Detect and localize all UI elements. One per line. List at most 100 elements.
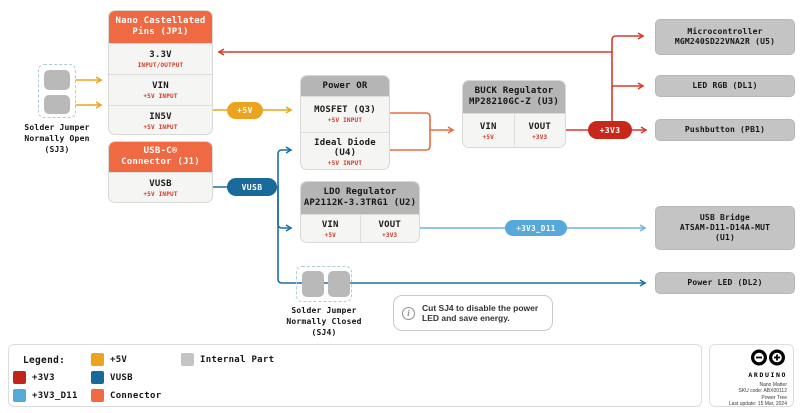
part-sublabel: +5V INPUT — [327, 117, 363, 124]
row-mosfet: MOSFET (Q3) +5V INPUT — [301, 96, 389, 132]
pin-sublabel: +5V — [482, 134, 494, 141]
product-name: Nano Matter — [759, 382, 787, 388]
block-title-line: BUCK Regulator — [474, 86, 554, 96]
part-label-line: Pushbutton (PB1) — [684, 125, 766, 134]
block-title-line: USB-C® — [143, 146, 178, 156]
block-buck-regulator: BUCK Regulator MP28210GC-Z (U3) VIN +5V … — [462, 80, 566, 148]
legend-label: +5V — [110, 354, 128, 365]
pin-label: VIN — [479, 122, 497, 132]
pin-columns: VIN +5V VOUT +3V3 — [463, 113, 566, 147]
wire-3v3-to-mcu — [611, 32, 645, 131]
part-led-rgb: LED RGB (DL1) — [655, 75, 795, 97]
pin-sublabel: +5V — [324, 232, 336, 239]
pin-label: VIN — [152, 80, 169, 91]
legend-swatch — [13, 389, 26, 402]
legend-item-5v: +5V — [91, 353, 127, 366]
net-pill-vusb: VUSB — [227, 178, 277, 196]
block-title-line: MP28210GC-Z (U3) — [469, 97, 559, 107]
part-label-line: Power LED (DL2) — [687, 278, 763, 287]
pin-sublabel: +5V INPUT — [143, 92, 178, 100]
pin-row-vusb: VUSB +5V INPUT — [109, 172, 212, 202]
legend-swatch — [91, 353, 104, 366]
block-title-line: LDO Regulator — [323, 187, 397, 197]
info-icon: i — [402, 306, 415, 320]
solder-jumper-sj3-label: Solder Jumper Normally Open (SJ3) — [8, 122, 106, 155]
row-ideal-diode: Ideal Diode (U4) +5V INPUT — [301, 132, 389, 169]
block-header: Nano Castellated Pins (JP1) — [109, 11, 212, 43]
part-sublabel: +5V INPUT — [327, 159, 363, 167]
title-block-info: Nano Matter SKU code: ABX00112 Power Tre… — [715, 382, 787, 408]
block-title-line: Connector (J1) — [121, 157, 200, 167]
legend-label: Connector — [110, 390, 162, 401]
part-power-led: Power LED (DL2) — [655, 272, 795, 294]
legend-item-connector: Connector — [91, 389, 161, 402]
pin-sublabel: +3V3 — [382, 232, 398, 239]
pin-columns: VIN +5V VOUT +3V3 — [301, 214, 420, 242]
legend-item-vusb: VUSB — [91, 371, 133, 384]
arduino-wordmark: ARDUINO — [748, 371, 787, 379]
label-line: Normally Open — [24, 134, 90, 143]
wire-or-merge-top — [389, 112, 431, 131]
block-power-or: Power OR MOSFET (Q3) +5V INPUT Ideal Dio… — [300, 75, 390, 170]
solder-jumper-sj4 — [296, 266, 352, 302]
solder-pad — [328, 271, 350, 297]
block-ldo-regulator: LDO Regulator AP2112K-3.3TRG1 (U2) VIN +… — [300, 181, 420, 243]
pin-col-vin: VIN +5V — [301, 215, 360, 242]
block-nano-castellated-pins: Nano Castellated Pins (JP1) 3.3V INPUT/O… — [108, 10, 213, 135]
solder-pad — [44, 95, 70, 114]
solder-jumper-sj4-label: Solder Jumper Normally Closed (SJ4) — [275, 305, 373, 338]
pin-label: VIN — [321, 220, 339, 230]
part-label: Ideal Diode (U4) — [314, 137, 376, 158]
part-pushbutton: Pushbutton (PB1) — [655, 119, 795, 141]
pin-row-vin: VIN +5V INPUT — [109, 74, 212, 105]
pin-sublabel: +5V INPUT — [143, 123, 178, 131]
pin-col-vout: VOUT +3V3 — [513, 114, 566, 147]
net-pill-3v3: +3V3 — [588, 121, 632, 139]
sku-code: SKU code: ABX00112 — [738, 388, 787, 395]
label-line: Solder Jumper — [291, 306, 357, 315]
legend-item-internal-part: Internal Part — [181, 353, 274, 366]
pin-label: VOUT — [378, 220, 401, 230]
pin-sublabel: INPUT/OUTPUT — [137, 61, 184, 69]
doc-type: Power Tree — [761, 394, 787, 401]
block-header: BUCK Regulator MP28210GC-Z (U3) — [463, 81, 565, 113]
part-label-line: (U1) — [714, 233, 736, 242]
legend-swatch — [13, 371, 26, 384]
block-title-line: Power OR — [322, 80, 368, 91]
solder-jumper-sj3 — [38, 64, 76, 118]
legend-swatch — [91, 389, 104, 402]
block-usbc-connector: USB-C® Connector (J1) VUSB +5V INPUT — [108, 141, 213, 203]
label-line: (SJ4) — [311, 328, 337, 337]
pin-row-3v3: 3.3V INPUT/OUTPUT — [109, 43, 212, 74]
part-label-line: USB Bridge — [699, 213, 751, 222]
pin-col-vout: VOUT +3V3 — [359, 215, 420, 242]
pin-label: 3.3V — [149, 49, 172, 60]
pin-sublabel: +3V3 — [532, 134, 548, 141]
part-microcontroller: Microcontroller MGM240SD22VNA2R (U5) — [655, 19, 795, 55]
legend-swatch — [181, 353, 194, 366]
part-label: MOSFET (Q3) — [314, 105, 376, 115]
legend-label: +3V3_D11 — [32, 390, 78, 401]
pin-label: IN5V — [149, 111, 172, 122]
legend-item-3v3: +3V3 — [13, 371, 55, 384]
label-line: Solder Jumper — [24, 123, 90, 132]
legend-title: Legend: — [23, 355, 66, 366]
net-pill-5v: +5V — [227, 102, 263, 119]
block-title-line: Nano Castellated — [115, 16, 206, 26]
last-update: Last update: 15 Mar, 2024 — [728, 401, 787, 408]
note-box: i Cut SJ4 to disable the power LED and s… — [393, 295, 553, 331]
part-usb-bridge: USB Bridge ATSAM-D11-D14A-MUT (U1) — [655, 206, 795, 250]
solder-pad — [302, 271, 324, 297]
pin-sublabel: +5V INPUT — [143, 191, 178, 198]
block-title-line: Pins (JP1) — [132, 27, 189, 37]
pin-col-vin: VIN +5V — [463, 114, 514, 147]
pin-row-in5v: IN5V +5V INPUT — [109, 105, 212, 134]
part-label-line: LED RGB (DL1) — [692, 81, 758, 90]
wire-vusb-to-power-led — [277, 186, 647, 287]
legend-label: VUSB — [110, 372, 133, 383]
label-line: Normally Closed — [286, 317, 362, 326]
part-label-line: MGM240SD22VNA2R (U5) — [674, 37, 776, 46]
legend-item-3v3-d11: +3V3_D11 — [13, 389, 78, 402]
title-block-panel: ARDUINO Nano Matter SKU code: ABX00112 P… — [709, 344, 794, 407]
